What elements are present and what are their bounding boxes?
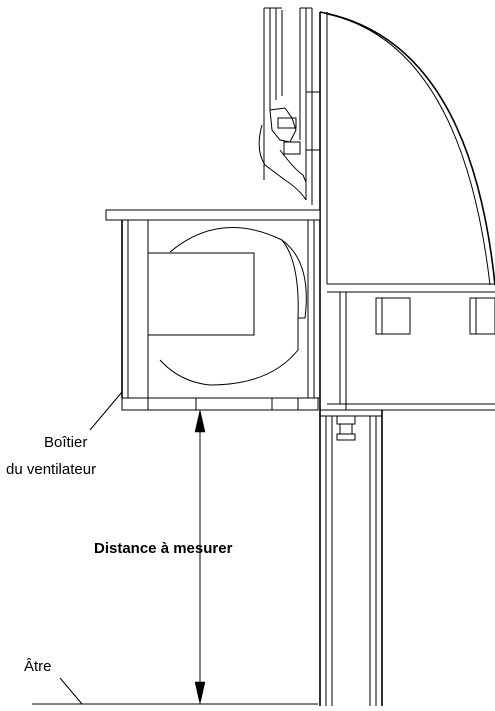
stove-leg bbox=[319, 410, 383, 706]
distance-label: Distance à mesurer bbox=[94, 540, 233, 557]
fan-housing-label-line1: Boîtier bbox=[44, 434, 87, 451]
distance-dimension bbox=[194, 409, 206, 705]
fan-housing-label-line2: du ventilateur bbox=[6, 461, 96, 478]
hearth-leader bbox=[59, 677, 83, 705]
door-assembly bbox=[258, 7, 320, 205]
fan-housing bbox=[105, 209, 321, 411]
hearth-label: Âtre bbox=[24, 658, 52, 675]
stove-lower-body bbox=[320, 283, 495, 411]
fan-housing-leader bbox=[89, 391, 123, 431]
